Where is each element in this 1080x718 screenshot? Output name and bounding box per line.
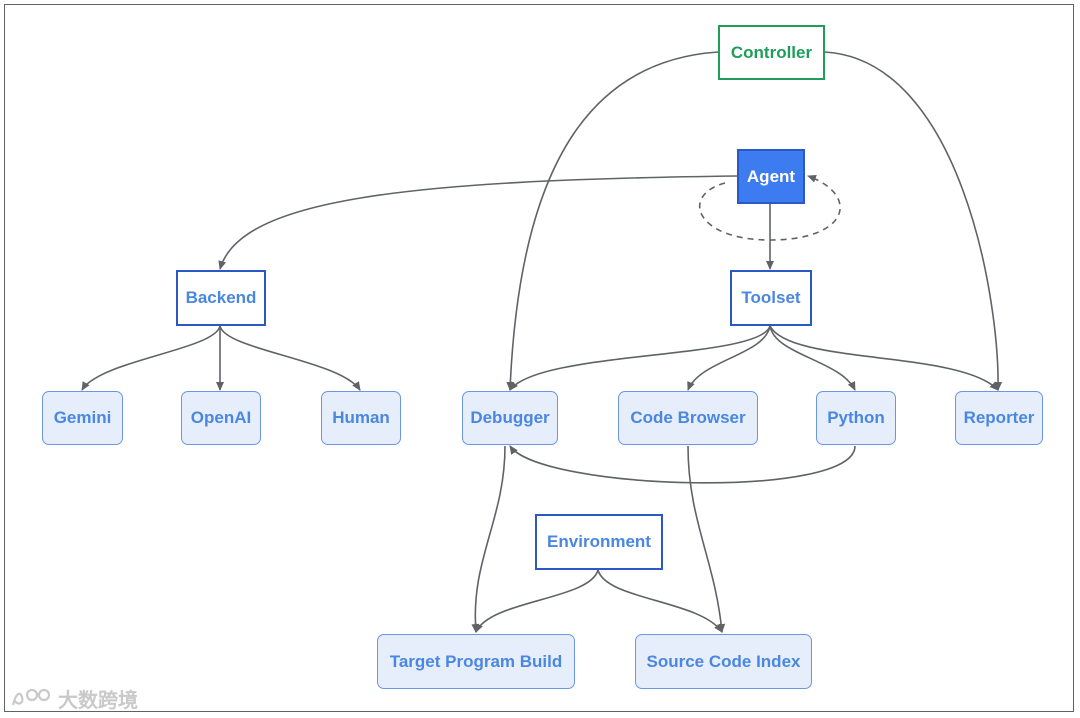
node-controller: Controller [718,25,825,80]
edge-agent-backend [218,175,739,270]
node-debugger: Debugger [462,391,558,445]
edge-toolset-python [769,325,856,391]
watermark-logo-icon [11,688,51,706]
edge-backend-gemini [81,325,221,391]
diagram-frame [4,4,1074,712]
edge-agent-self-loop [698,174,841,241]
node-code-browser: Code Browser [618,391,758,445]
node-toolset: Toolset [730,270,812,326]
edge-codebrowser-sourceindex [687,445,726,633]
node-python: Python [816,391,896,445]
node-backend: Backend [176,270,266,326]
edge-toolset-codebrowser [687,325,771,391]
edge-controller-reporter [824,51,1003,391]
edge-environment-targetbuild [475,569,599,633]
node-source-code-index: Source Code Index [635,634,812,689]
edge-controller-debugger [506,51,719,391]
edge-toolset-reporter [769,325,999,391]
node-gemini: Gemini [42,391,123,445]
watermark: 大数跨境 [10,684,138,712]
edge-debugger-targetbuild [471,445,506,633]
edge-python-debugger [509,445,856,484]
node-reporter: Reporter [955,391,1043,445]
node-agent: Agent [737,149,805,204]
node-openai: OpenAI [181,391,261,445]
edge-environment-sourceindex [597,569,723,633]
edge-backend-human [219,325,361,391]
node-environment: Environment [535,514,663,570]
node-human: Human [321,391,401,445]
node-target-program-build: Target Program Build [377,634,575,689]
edge-toolset-debugger [509,325,771,391]
watermark-text: 大数跨境 [58,689,138,712]
